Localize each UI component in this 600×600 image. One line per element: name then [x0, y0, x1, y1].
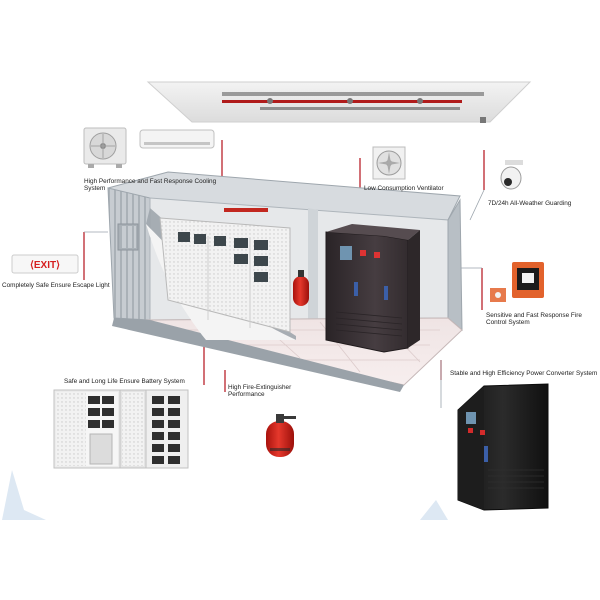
battery-racks-in-container	[159, 217, 291, 333]
fire-extinguisher	[266, 414, 296, 457]
cctv-camera	[500, 160, 523, 190]
decorative-shapes	[2, 470, 448, 520]
converter-in-container	[325, 224, 420, 353]
exit-sign: ⟨EXIT⟩	[11, 254, 79, 274]
ventilator	[372, 146, 406, 180]
label-escape-light: Completely Safe Ensure Escape Light	[2, 282, 110, 289]
label-battery: Safe and Long Life Ensure Battery System	[64, 378, 185, 385]
power-converter-cabinet	[457, 383, 549, 511]
label-fire-control: Sensitive and Fast Response Fire Control…	[486, 312, 582, 327]
label-extinguisher: High Fire-Extinguisher Performance	[228, 384, 292, 399]
fire-control-panel	[490, 262, 544, 302]
indoor-ac-unit	[139, 129, 215, 149]
extinguisher-in-container	[293, 270, 309, 306]
exit-sign-text: ⟨EXIT⟩	[30, 260, 60, 271]
outdoor-ac-unit	[83, 127, 127, 168]
label-converter: Stable and High Efficiency Power Convert…	[450, 370, 598, 377]
label-ventilator: Low Consumption Ventilator	[364, 185, 444, 192]
ceiling-panel	[146, 81, 532, 123]
battery-cabinet	[53, 389, 189, 469]
label-cooling: High Performance and Fast Response Cooli…	[84, 178, 217, 193]
label-guarding: 7D/24h All-Weather Guarding	[488, 200, 572, 207]
